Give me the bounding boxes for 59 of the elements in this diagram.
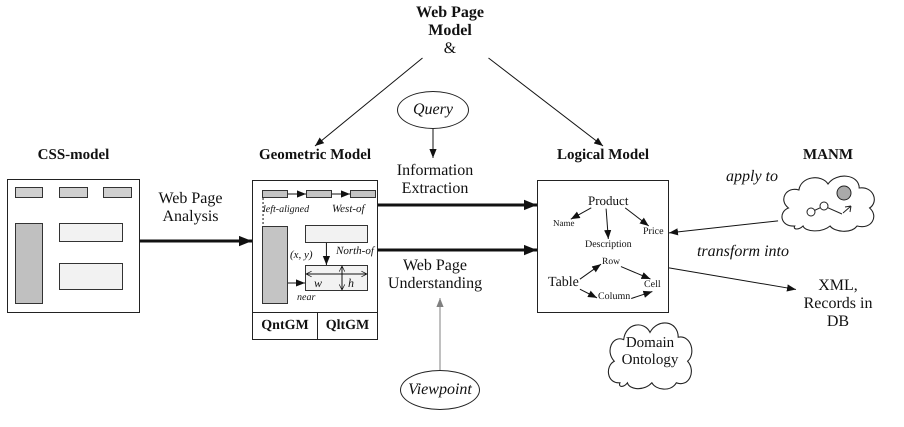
ellipse-node: Viewpoint	[400, 370, 480, 410]
model-title: CSS-model	[36, 146, 110, 164]
layout-block	[306, 190, 332, 198]
node-label: Name	[552, 218, 576, 230]
arrow	[314, 58, 423, 146]
model-type-cell: QltGM	[318, 312, 377, 339]
edge-label: Web Page Analysis	[157, 190, 224, 226]
arrow	[630, 290, 653, 299]
edge-label: Information Extraction	[396, 162, 474, 198]
heading-text: Web Page Model	[415, 4, 485, 40]
model-title: Logical Model	[556, 146, 650, 164]
layout-block	[350, 190, 376, 198]
node-label: Column	[597, 291, 632, 304]
node-label: Description	[584, 239, 633, 252]
arrow	[140, 236, 252, 246]
annotation-label: (x, y)	[289, 249, 314, 263]
layout-block	[305, 265, 368, 291]
arrow	[288, 190, 306, 198]
arrow	[378, 244, 537, 256]
node-label: Cell	[643, 279, 662, 292]
node-label: Table	[547, 275, 580, 292]
arrow	[332, 190, 350, 198]
ellipse-node: Query	[397, 91, 469, 129]
dotted-line	[262, 198, 264, 226]
edge-label: transform into	[696, 243, 790, 261]
arrow	[288, 279, 306, 287]
layout-block	[305, 225, 368, 243]
model-title: MANM	[802, 146, 854, 164]
annotation-label: h	[347, 276, 355, 291]
arrow	[620, 266, 651, 280]
edge-label: apply to	[725, 168, 779, 186]
node-label: Price	[642, 226, 665, 238]
cloud-label: Domain Ontology	[620, 335, 680, 369]
arrow	[436, 298, 444, 370]
edge-label: Web Page Understanding	[386, 257, 484, 293]
annotation-label: left-aligned	[262, 204, 310, 216]
layout-block	[262, 226, 288, 304]
annotation-label: North-of	[335, 245, 375, 259]
arrow	[579, 288, 598, 298]
model-title: Geometric Model	[258, 146, 372, 164]
node-label: XML, Records in DB	[796, 276, 880, 332]
annotation-label: near	[296, 292, 316, 304]
arrow	[378, 200, 537, 210]
node-label: Row	[601, 257, 621, 269]
annotation-label: w	[313, 276, 324, 291]
symbol-text: &	[442, 40, 458, 58]
arrow	[322, 242, 330, 266]
arrow	[570, 207, 592, 220]
arrow	[668, 267, 796, 292]
arrow	[429, 128, 437, 158]
arrow	[488, 58, 604, 146]
model-type-cell: QntGM	[253, 312, 318, 339]
layout-block	[262, 190, 288, 198]
arrow	[579, 264, 602, 280]
arrow	[624, 207, 650, 226]
node-label: Product	[587, 193, 630, 209]
arrow	[668, 220, 779, 236]
annotation-label: West-of	[331, 203, 366, 217]
arrow	[604, 208, 612, 240]
